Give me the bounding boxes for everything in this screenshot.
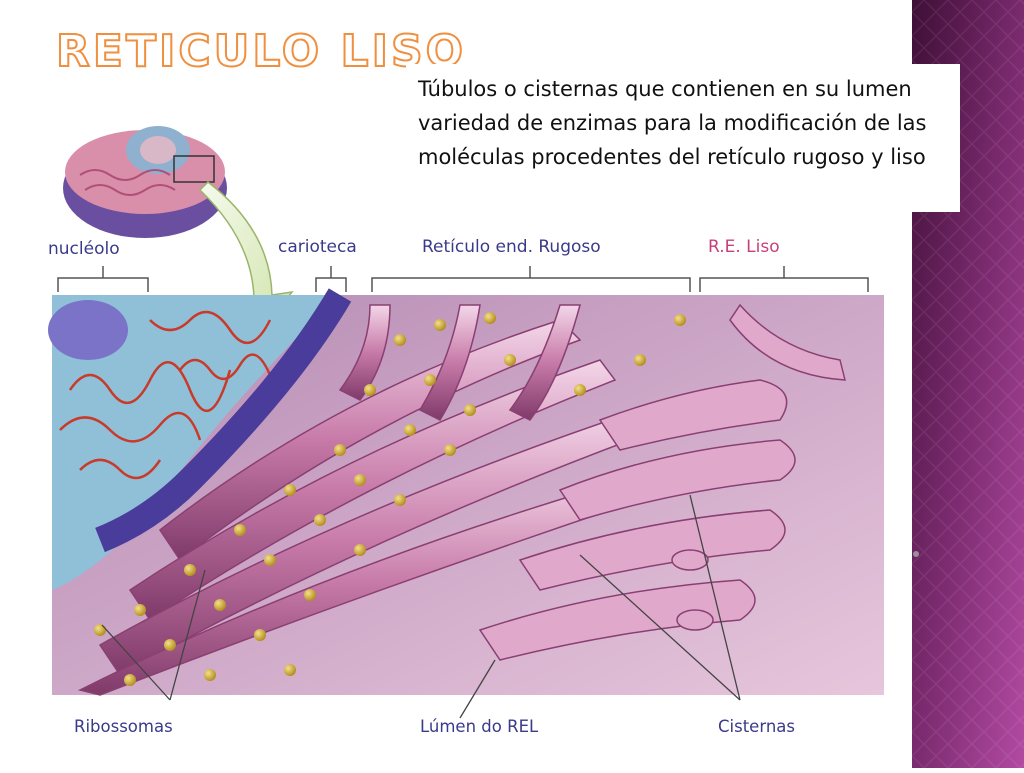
label-lumen: Lúmen do REL <box>420 717 539 736</box>
ribosomes <box>94 312 686 686</box>
rer-cisternae <box>77 304 672 696</box>
description-box: Túbulos o cisternas que contienen en su … <box>406 64 960 212</box>
rel-cisternae <box>478 303 846 661</box>
label-nucleolo: nucléolo <box>48 239 120 259</box>
nuclear-envelope <box>95 288 352 553</box>
er-diagram: nucléolo carioteca Retículo end. Rugoso … <box>40 90 940 750</box>
label-cisternas: Cisternas <box>718 717 795 736</box>
cell-thumbnail <box>63 126 227 238</box>
description-text: Túbulos o cisternas que contienen en su … <box>418 77 927 169</box>
nucleolus <box>48 300 128 360</box>
label-rel: R.E. Liso <box>708 237 780 257</box>
label-carioteca: carioteca <box>278 237 357 257</box>
slide-title: RETICULO LISO <box>55 26 467 77</box>
chromatin <box>59 310 272 480</box>
label-ribossomas: Ribossomas <box>74 717 173 736</box>
label-brackets <box>57 266 869 292</box>
label-rer: Retículo end. Rugoso <box>422 237 601 257</box>
bullet-dot <box>913 551 919 557</box>
pointer-lines <box>101 494 741 719</box>
